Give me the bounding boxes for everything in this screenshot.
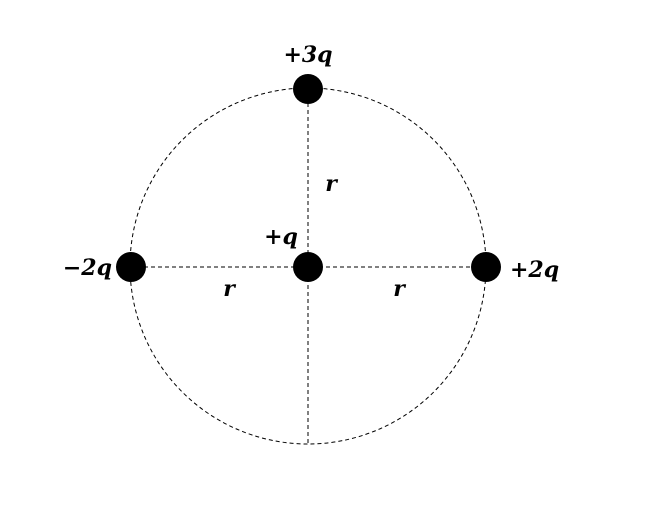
left-distance-label: r bbox=[223, 276, 236, 302]
top-charge bbox=[293, 74, 323, 104]
right-charge-label: +2q bbox=[510, 257, 559, 283]
center-charge bbox=[293, 252, 323, 282]
right-charge bbox=[471, 252, 501, 282]
center-charge-label: +q bbox=[264, 224, 298, 250]
right-distance-label: r bbox=[393, 276, 406, 302]
left-charge-label: −2q bbox=[63, 255, 112, 281]
top-charge-label: +3q bbox=[283, 42, 332, 68]
vertical-distance-label: r bbox=[325, 171, 338, 197]
left-charge bbox=[116, 252, 146, 282]
